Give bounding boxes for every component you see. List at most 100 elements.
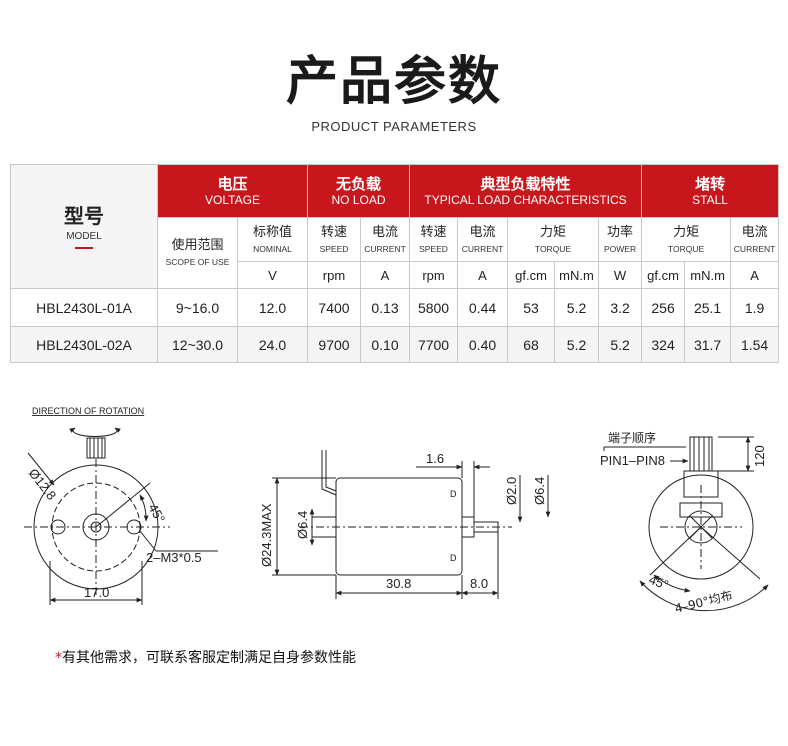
rear-body-circle bbox=[648, 474, 754, 580]
subheader-load-speed-cn: 转速 bbox=[420, 224, 447, 240]
table-cell: 5.2 bbox=[554, 288, 600, 327]
table-cell: 53 bbox=[507, 288, 556, 327]
model-header-cn: 型号 bbox=[64, 204, 104, 228]
flat-mark-upper: D bbox=[450, 489, 457, 499]
unit-cell: gf.cm bbox=[507, 261, 556, 289]
table-row: HBL2430L-01A 9~16.0 12.0 7400 0.13 5800 … bbox=[10, 288, 780, 327]
note-star: * bbox=[55, 650, 62, 666]
subheader-scope: 使用范围 SCOPE OF USE bbox=[157, 217, 238, 289]
subheader-load-power: 功率 POWER bbox=[598, 217, 643, 262]
no-load-header: 无负载 NO LOAD bbox=[306, 164, 411, 218]
unit-cell: mN.m bbox=[684, 261, 732, 289]
subheader-load-torque-en: TORQUE bbox=[534, 243, 572, 254]
stall-header-cn: 堵转 bbox=[695, 174, 726, 193]
subheader-nominal-en: NOMINAL bbox=[253, 243, 292, 254]
table-cell: 68 bbox=[507, 326, 556, 363]
subheader-load-current-cn: 电流 bbox=[469, 224, 496, 240]
subheader-load-power-en: POWER bbox=[603, 243, 637, 254]
voltage-header: 电压 VOLTAGE bbox=[157, 164, 308, 218]
table-cell: 25.1 bbox=[684, 288, 732, 327]
body-dia-label: Ø24.3MAX bbox=[259, 503, 274, 567]
rotation-arrow-icon bbox=[69, 427, 121, 437]
subheader-noload-speed-en: SPEED bbox=[319, 243, 349, 254]
model-header: 型号 MODEL bbox=[10, 164, 158, 289]
table-cell: 256 bbox=[641, 288, 686, 327]
subheader-noload-speed: 转速 SPEED bbox=[307, 217, 361, 262]
table-cell: 0.40 bbox=[457, 326, 509, 363]
parameter-table: 型号 MODEL 电压 VOLTAGE 无负载 NO LOAD 典型负载特性 T… bbox=[10, 164, 780, 363]
direction-label: DIRECTION OF ROTATION bbox=[32, 406, 144, 416]
table-cell: 5.2 bbox=[598, 326, 643, 363]
subheader-load-torque: 力矩 TORQUE bbox=[507, 217, 600, 262]
note-text: 有其他需求，可联系客服定制满足自身参数性能 bbox=[62, 650, 356, 666]
table-cell: 24.0 bbox=[237, 326, 308, 363]
dim-1-6-label: 1.6 bbox=[426, 451, 444, 466]
front-angle-label: 45° bbox=[145, 501, 168, 526]
table-cell: 9700 bbox=[307, 326, 361, 363]
table-cell: 31.7 bbox=[684, 326, 732, 363]
no-load-header-cn: 无负载 bbox=[336, 174, 382, 193]
subheader-load-current: 电流 CURRENT bbox=[457, 217, 509, 262]
shaft-dia-label: Ø2.0 bbox=[504, 477, 519, 505]
table-cell: 0.10 bbox=[359, 326, 411, 363]
table-cell: 5.2 bbox=[554, 326, 600, 363]
unit-cell: mN.m bbox=[554, 261, 600, 289]
typical-load-header-en: TYPICAL LOAD CHARACTERISTICS bbox=[424, 192, 627, 207]
rear-angle-label: 45° bbox=[647, 572, 671, 593]
front-width-label: 17.0 bbox=[84, 585, 109, 600]
table-cell: 0.13 bbox=[359, 288, 411, 327]
subheader-nominal-cn: 标称值 bbox=[252, 224, 292, 240]
subheader-stall-current-en: CURRENT bbox=[733, 243, 776, 254]
front-dia-label: Ø12.8 bbox=[26, 466, 60, 503]
model-underline bbox=[75, 247, 93, 249]
unit-cell: W bbox=[598, 261, 643, 289]
table-cell: 324 bbox=[641, 326, 686, 363]
typical-load-header-cn: 典型负载特性 bbox=[480, 174, 571, 193]
voltage-header-en: VOLTAGE bbox=[205, 192, 260, 207]
model-cell: HBL2430L-01A bbox=[10, 288, 158, 327]
subheader-load-power-cn: 功率 bbox=[607, 224, 634, 240]
subheader-load-torque-cn: 力矩 bbox=[540, 224, 567, 240]
stall-header: 堵转 STALL bbox=[641, 164, 780, 218]
table-cell: 3.2 bbox=[598, 288, 643, 327]
unit-cell: A bbox=[730, 261, 780, 289]
subheader-noload-speed-cn: 转速 bbox=[320, 224, 347, 240]
table-cell: 12~30.0 bbox=[157, 326, 238, 363]
shaft-length-label: 8.0 bbox=[470, 576, 488, 591]
voltage-header-cn: 电压 bbox=[217, 174, 248, 193]
front-view: DIRECTION OF ROTATION Ø12.8 45° 2–M3*0.5… bbox=[24, 406, 218, 605]
side-view: D D 1.6 Ø24.3MAX Ø6.4 Ø2.0 Ø6.4 30.8 8.0 bbox=[259, 450, 551, 599]
unit-cell: A bbox=[457, 261, 509, 289]
technical-drawings: DIRECTION OF ROTATION Ø12.8 45° 2–M3*0.5… bbox=[24, 406, 769, 616]
terminal-order-label: 端子顺序 bbox=[608, 430, 656, 445]
dim-120-label: 120 bbox=[752, 445, 767, 467]
table-cell: 1.54 bbox=[730, 326, 780, 363]
length-label: 30.8 bbox=[386, 576, 411, 591]
table-cell: 12.0 bbox=[237, 288, 308, 327]
table-cell: 9~16.0 bbox=[157, 288, 238, 327]
table-cell: 0.44 bbox=[457, 288, 509, 327]
rear-spacing-label: 4–90°均布 bbox=[673, 588, 734, 616]
subheader-load-current-en: CURRENT bbox=[461, 243, 504, 254]
unit-cell: rpm bbox=[409, 261, 459, 289]
unit-cell: A bbox=[359, 261, 411, 289]
side-lead-wire bbox=[321, 450, 337, 496]
table-cell: 7400 bbox=[307, 288, 361, 327]
page-subtitle: PRODUCT PARAMETERS bbox=[311, 119, 477, 134]
front-holes-label: 2–M3*0.5 bbox=[146, 550, 202, 565]
subheader-stall-torque-cn: 力矩 bbox=[673, 224, 700, 240]
model-cell: HBL2430L-02A bbox=[10, 326, 158, 363]
subheader-scope-en: SCOPE OF USE bbox=[165, 257, 230, 267]
table-row: HBL2430L-02A 12~30.0 24.0 9700 0.10 7700… bbox=[10, 326, 780, 363]
custom-note: *有其他需求，可联系客服定制满足自身参数性能 bbox=[55, 647, 356, 667]
subheader-stall-current-cn: 电流 bbox=[741, 224, 768, 240]
table-cell: 7700 bbox=[409, 326, 459, 363]
rear-terminal-pad bbox=[679, 502, 723, 518]
pin-label: PIN1–PIN8 bbox=[600, 453, 665, 468]
subheader-noload-current-cn: 电流 bbox=[372, 224, 399, 240]
table-cell: 1.9 bbox=[730, 288, 780, 327]
flat-mark-lower: D bbox=[450, 553, 457, 563]
subheader-load-speed-en: SPEED bbox=[419, 243, 448, 254]
